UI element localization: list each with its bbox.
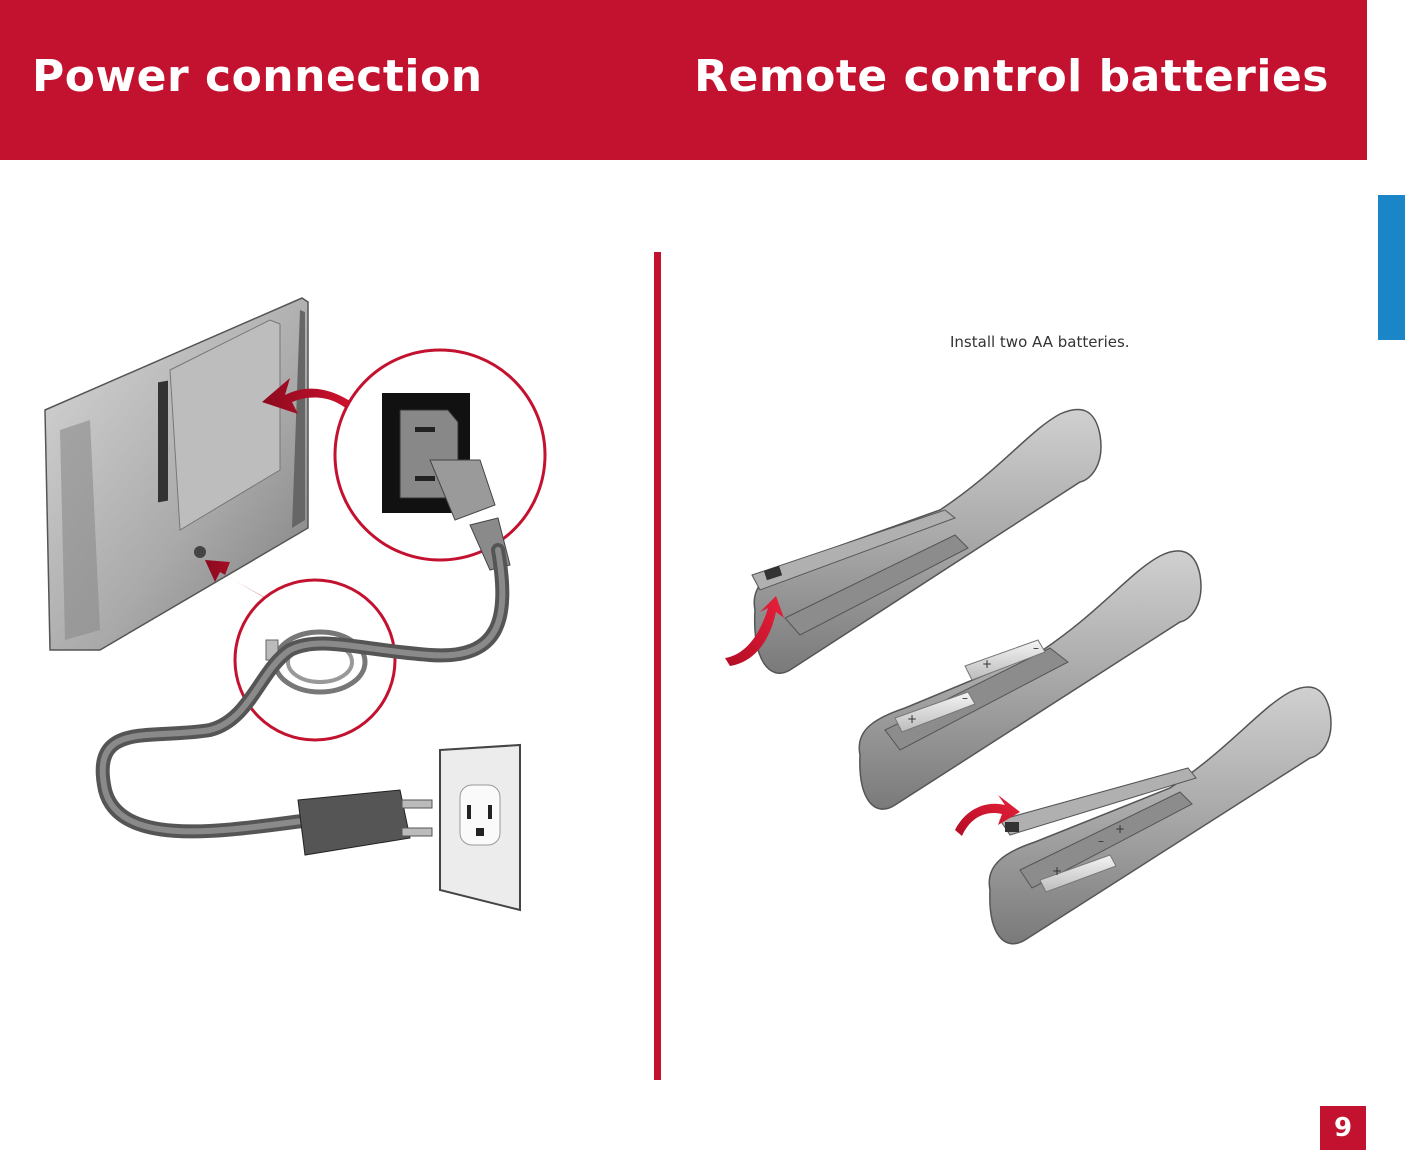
battery-mark-3: +: [982, 657, 992, 671]
power-inlet-icon: [335, 350, 545, 570]
remote-batteries-title: Remote control batteries: [694, 52, 1329, 102]
battery-mark-7: +: [1115, 822, 1125, 836]
remote-batteries-illustration: + – + – + – +: [700, 400, 1370, 960]
battery-instruction: Install two AA batteries.: [950, 333, 1130, 351]
column-divider: [654, 252, 661, 1080]
battery-mark-5: +: [1052, 864, 1062, 878]
header-bar: Power connection Remote control batterie…: [0, 0, 1367, 160]
cable-clip-icon: [235, 580, 395, 740]
power-connection-illustration: [30, 290, 630, 930]
power-connection-title: Power connection: [32, 52, 483, 102]
battery-mark-1: +: [907, 712, 917, 726]
power-plug-icon: [298, 790, 432, 855]
battery-mark-4: –: [1033, 641, 1039, 655]
page-number: 9: [1320, 1106, 1366, 1150]
section-tab: [1378, 195, 1405, 340]
wall-outlet-icon: [440, 745, 520, 910]
battery-mark-6: –: [1098, 834, 1104, 848]
battery-mark-2: –: [962, 691, 968, 705]
remote-cover-open-icon: [725, 409, 1101, 673]
